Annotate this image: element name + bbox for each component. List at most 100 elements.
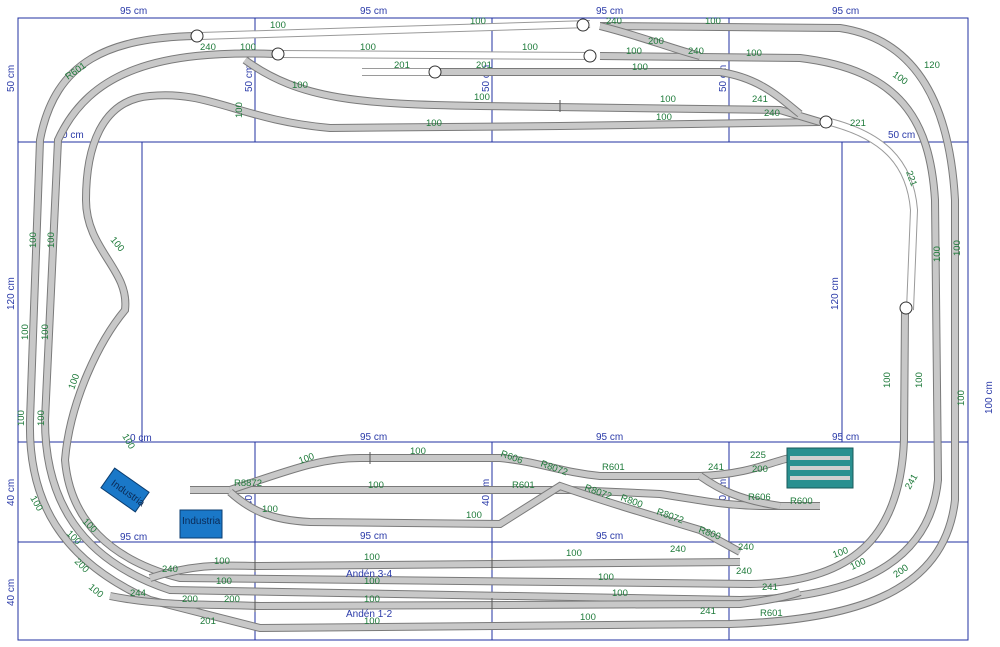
hidden-tracks [199, 20, 919, 311]
depot [786, 447, 854, 489]
platform-1-2-label: Andén 1-2 [346, 609, 393, 620]
buffer-stop-2 [271, 47, 285, 61]
piece-label: 100 [598, 572, 614, 583]
piece-label: 100 [16, 410, 27, 426]
track-upper-junction-fill [599, 23, 701, 59]
piece-label: 240 [670, 544, 686, 555]
dim-right-120: 120 cm [830, 277, 841, 310]
piece-label: 100 [952, 240, 963, 256]
piece-label: 100 [566, 548, 582, 559]
piece-label: 100 [882, 372, 893, 388]
dim-right-50: 50 cm [888, 130, 915, 141]
piece-label: 100 [214, 556, 230, 567]
piece-label: 100 [46, 232, 57, 248]
dim-cut-bl: 0 cm [130, 433, 152, 444]
board-bottom [17, 541, 969, 641]
piece-label: 201 [200, 616, 216, 627]
piece-label: 200 [224, 594, 240, 605]
piece-label: 200 [752, 464, 768, 475]
piece-label: R606 [499, 448, 524, 466]
track-mid-spur-fill [698, 473, 781, 509]
piece-label: 241 [700, 606, 716, 617]
piece-label: 201 [476, 60, 492, 71]
piece-label: R601 [602, 462, 625, 473]
industries: Industria Industria [100, 467, 223, 539]
piece-label: 100 [40, 324, 51, 340]
platform-3-4-label: Andén 3-4 [346, 569, 393, 580]
piece-label: 240 [606, 16, 622, 27]
buffer-stop-3 [428, 65, 442, 79]
piece-label: R601 [760, 608, 783, 619]
piece-label: 100 [580, 612, 596, 623]
piece-label: 201 [394, 60, 410, 71]
piece-label: 221 [850, 118, 866, 129]
piece-label: 241 [708, 462, 724, 473]
piece-label: 100 [364, 616, 380, 627]
piece-label: 240 [688, 46, 704, 57]
hidden-track-2-fill [279, 51, 596, 59]
piece-label: R800 [697, 524, 722, 542]
dim-mid-row-3: 95 cm [832, 432, 859, 443]
buffer-stop-6 [819, 115, 833, 129]
dim-top-1: 95 cm [120, 6, 147, 17]
dim-top-4: 95 cm [832, 6, 859, 17]
dim-mid-3: 50 cm [718, 65, 729, 92]
piece-label: R606 [748, 492, 771, 503]
dim-right-side: 100 cm [984, 381, 995, 414]
track-inner-loop-fill [61, 92, 908, 588]
dim-mid-1: 50 cm [244, 65, 255, 92]
piece-label: 100 [28, 232, 39, 248]
piece-label: 100 [262, 504, 278, 515]
piece-label: 240 [738, 542, 754, 553]
track-mid-upper-fill [229, 455, 791, 493]
piece-label: 240 [736, 566, 752, 577]
track-mid-main-fill [190, 487, 820, 509]
industry-block-rotated [100, 467, 150, 513]
track-joints [254, 100, 561, 612]
piece-label: 100 [426, 118, 442, 129]
piece-label: 241 [762, 582, 778, 593]
hidden-track-1-fill [199, 21, 591, 39]
dim-mid-2: 50 cm [481, 65, 492, 92]
buffer-stop-7 [899, 301, 913, 315]
dim-mid-row-1: 95 cm [360, 432, 387, 443]
piece-label: 120 [924, 60, 940, 71]
industry-block [179, 509, 223, 539]
piece-label: 100 [410, 446, 426, 457]
piece-label: 100 [20, 324, 31, 340]
piece-label: 100 [364, 552, 380, 563]
piece-label: 100 [522, 42, 538, 53]
piece-label: 240 [200, 42, 216, 53]
dim-low-1: 95 cm [120, 532, 147, 543]
piece-label: 100 [660, 94, 676, 105]
piece-label: 100 [956, 390, 967, 406]
board-top [17, 17, 969, 143]
piece-label: 100 [216, 576, 232, 587]
piece-label: 100 [364, 576, 380, 587]
piece-label: 241 [903, 472, 920, 491]
piece-label: 240 [162, 564, 178, 575]
piece-label: 241 [752, 94, 768, 105]
piece-label: 100 [890, 69, 909, 87]
dim-top-3: 95 cm [596, 6, 623, 17]
piece-label: 200 [648, 36, 664, 47]
piece-label: 100 [292, 80, 308, 91]
buffer-stop-1 [190, 29, 204, 43]
piece-label: 100 [360, 42, 376, 53]
track-station-3-fill [149, 559, 741, 581]
track-outer-loop-fill [26, 23, 958, 632]
tracks [25, 22, 959, 633]
track-upper-yard-1-fill [243, 57, 821, 125]
piece-label: 100 [234, 102, 245, 118]
piece-label: 100 [470, 16, 486, 27]
hidden-track-4 [828, 118, 919, 311]
baseboards [17, 17, 969, 641]
piece-label: 100 [36, 410, 47, 426]
piece-label: R8872 [234, 478, 262, 489]
piece-label: 221 [903, 169, 919, 188]
dim-low-2: 95 cm [360, 531, 387, 542]
piece-label: 100 [656, 112, 672, 123]
piece-label: 240 [764, 108, 780, 119]
track-station-1-fill [109, 589, 802, 610]
